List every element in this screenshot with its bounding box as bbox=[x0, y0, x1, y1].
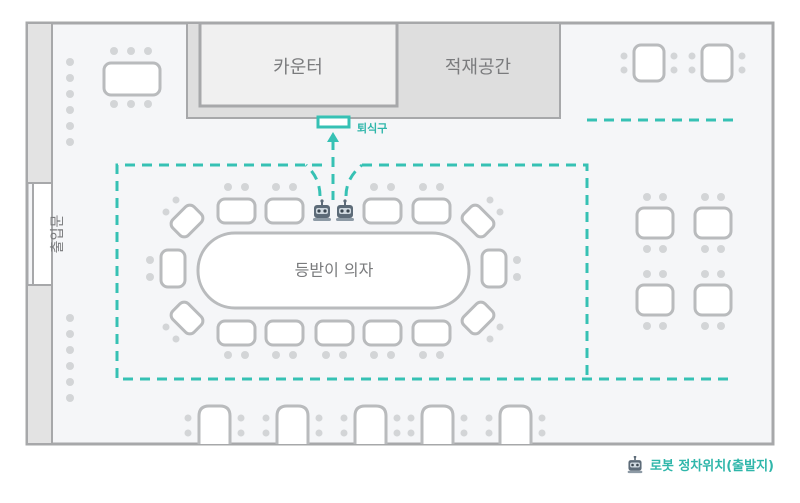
left-wall-upper bbox=[26, 22, 53, 184]
table-top-left bbox=[102, 61, 162, 97]
seat-dots bbox=[66, 47, 746, 437]
storage-label: 적재공간 bbox=[445, 57, 511, 78]
route-arrow-icon bbox=[327, 132, 339, 142]
counter bbox=[198, 21, 399, 108]
central-chairs bbox=[159, 197, 508, 347]
left-wall-lower bbox=[26, 284, 53, 445]
entrance-door bbox=[32, 182, 53, 286]
tables-bottom bbox=[197, 404, 533, 444]
robot-icon bbox=[627, 455, 643, 473]
counter-label: 카운터 bbox=[273, 57, 323, 78]
legend-label: 로봇 정차위치(출발지) bbox=[649, 459, 774, 474]
dish-return-station bbox=[316, 115, 351, 129]
robot-route bbox=[115, 118, 735, 381]
entrance-label: 출입문 bbox=[50, 215, 66, 254]
central-table bbox=[196, 231, 471, 310]
tables-right bbox=[635, 206, 733, 317]
tables-top-right bbox=[632, 43, 734, 83]
dish-return-label: 퇴식구 bbox=[357, 121, 387, 135]
central-table-label: 등받이 의자 bbox=[295, 261, 374, 280]
legend: 로봇 정차위치(출발지) bbox=[626, 455, 774, 474]
